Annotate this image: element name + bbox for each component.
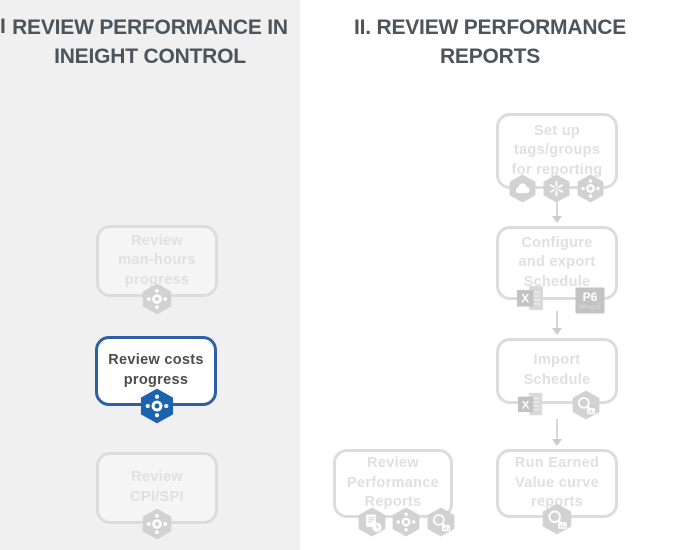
step-label: Configure and export Schedule (518, 234, 596, 290)
oracle-label: ORACLE (579, 305, 601, 310)
dot-cluster-hexagon-icon-active (140, 388, 174, 424)
left-column-header: REVIEW PERFORMANCE IN INEIGHT CONTROL (12, 16, 288, 68)
excel-file-icon: X (516, 284, 546, 314)
dot-cluster-hexagon-icon (142, 283, 172, 315)
p6-label: P6 (583, 290, 598, 304)
magnifier-chart-hexagon-icon (542, 503, 572, 535)
dot-cluster-hexagon-icon (142, 508, 172, 540)
document-clock-hexagon-icon (358, 507, 386, 537)
cropped-numeral-text: I. (0, 15, 6, 38)
step-label: Run Earned Value curve reports (514, 455, 600, 511)
connector-line (556, 198, 558, 216)
connector-line (556, 419, 558, 439)
cloud-hexagon-icon (509, 174, 536, 203)
excel-x-letter: X (521, 292, 529, 306)
step-label: Import Schedule (523, 352, 591, 388)
step-label: Review man-hours progress (118, 232, 196, 288)
step-label: Set up tags/groups for reporting (511, 122, 603, 178)
cropped-numeral-fragment: I. (0, 15, 6, 43)
connector-line (556, 311, 558, 328)
p6-oracle-icon: P6 ORACLE (575, 287, 605, 314)
magnifier-chart-hexagon-icon (572, 390, 600, 420)
step-label: Review Performance Reports (347, 455, 439, 511)
connector-arrow-down (552, 439, 562, 446)
excel-file-icon: X (517, 391, 545, 419)
step-label: Review costs progress (108, 352, 204, 388)
asterisk-hexagon-icon (543, 174, 570, 203)
magnifier-chart-hexagon-icon (427, 507, 455, 537)
dot-cluster-hexagon-icon (392, 507, 420, 537)
right-column-header: II. REVIEW PERFORMANCE REPORTS (353, 16, 627, 68)
excel-x-letter: X (522, 399, 530, 411)
step-review-man-hours-progress[interactable]: Review man-hours progress (96, 225, 218, 297)
connector-arrow-down (552, 216, 562, 223)
step-label: Review CPI/SPI (130, 469, 184, 505)
dot-cluster-hexagon-icon (577, 174, 604, 203)
step-import-schedule[interactable]: Import Schedule (496, 338, 618, 404)
step-set-up-tags-groups[interactable]: Set up tags/groups for reporting (496, 113, 618, 189)
step-review-costs-progress[interactable]: Review costs progress (95, 336, 217, 406)
step-review-performance-reports[interactable]: Review Performance Reports (333, 449, 453, 518)
connector-arrow-down (552, 328, 562, 335)
